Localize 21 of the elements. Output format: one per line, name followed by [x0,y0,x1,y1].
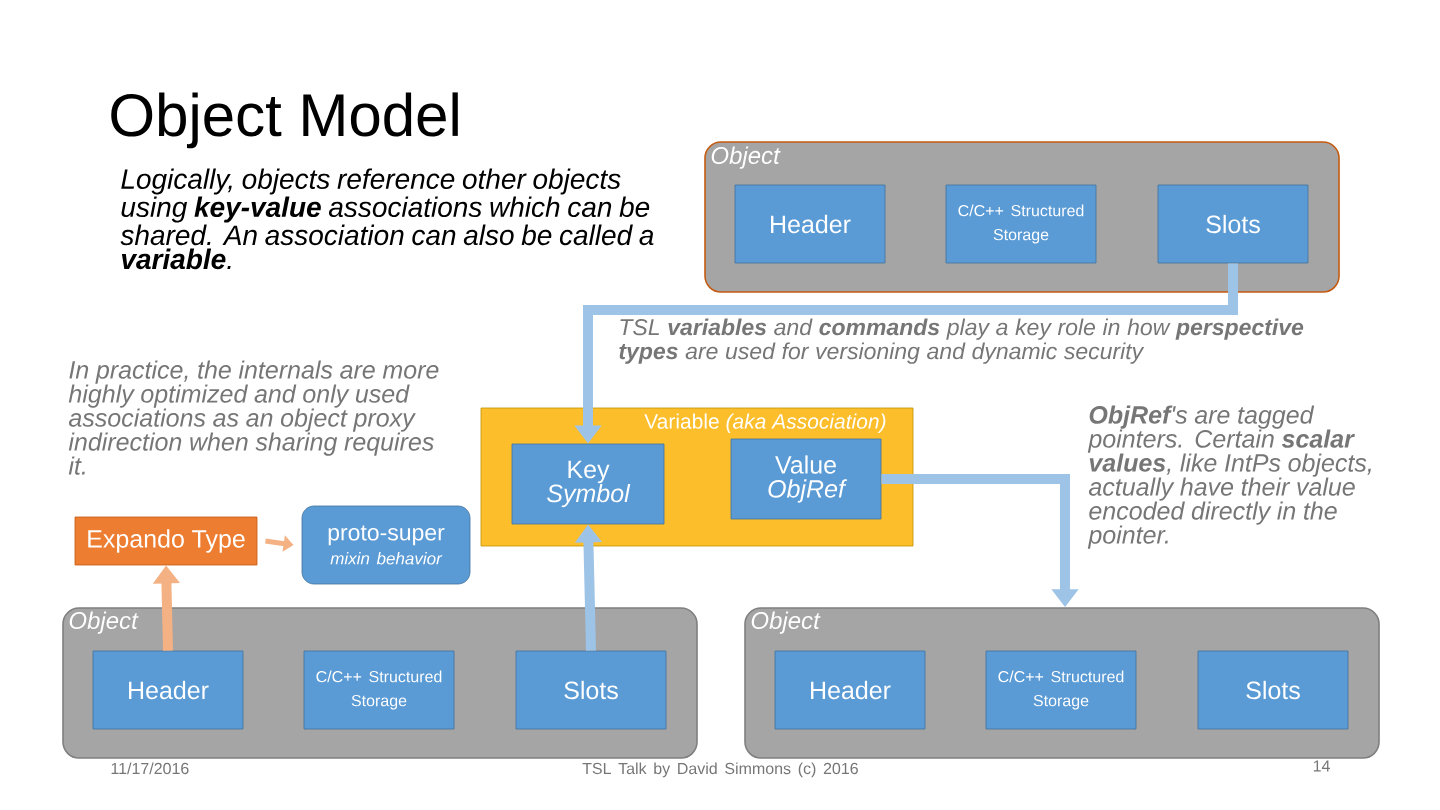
slide-title: Object Model [111,92,458,149]
field-box: C/C++ Structured Storage [985,650,1137,730]
note-text: ObjRef's are tagged pointers. Certain scalar values, like IntPs objects, actually have their value encoded directly in the pointer. [1087,405,1371,549]
field-box: Slots [1197,650,1349,730]
page-number: 14 [1313,760,1330,772]
note-text: TSL variables and commands play a key role in how perspective types are used for versioning and dynamic security [619,318,1304,364]
field-box: Slots [515,650,667,730]
field-box: Header [92,650,244,730]
intro-text: Logically, objects reference other objects using key-value associations which can be shared. An association can also be called a variable. [120,168,654,270]
field-box: Key Symbol [511,443,665,525]
field-box: Value ObjRef [730,438,882,520]
field-box: Slots [1157,184,1309,264]
field-box: C/C++ Structured Storage [945,184,1097,264]
footer-text: TSL Talk by David Simmons (c) 2016 [582,762,858,778]
date-text: 11/17/2016 [111,762,189,775]
field-box: Header [774,650,926,730]
field-box: C/C++ Structured Storage [303,650,455,730]
note-text: In practice, the internals are more highly optimized and only used associations as an object proxy indirection when sharing requires it. [68,360,439,475]
proto-box: proto-super mixin behavior [301,505,471,585]
field-box: Header [734,184,886,264]
type-box: Expando Type [74,516,258,566]
